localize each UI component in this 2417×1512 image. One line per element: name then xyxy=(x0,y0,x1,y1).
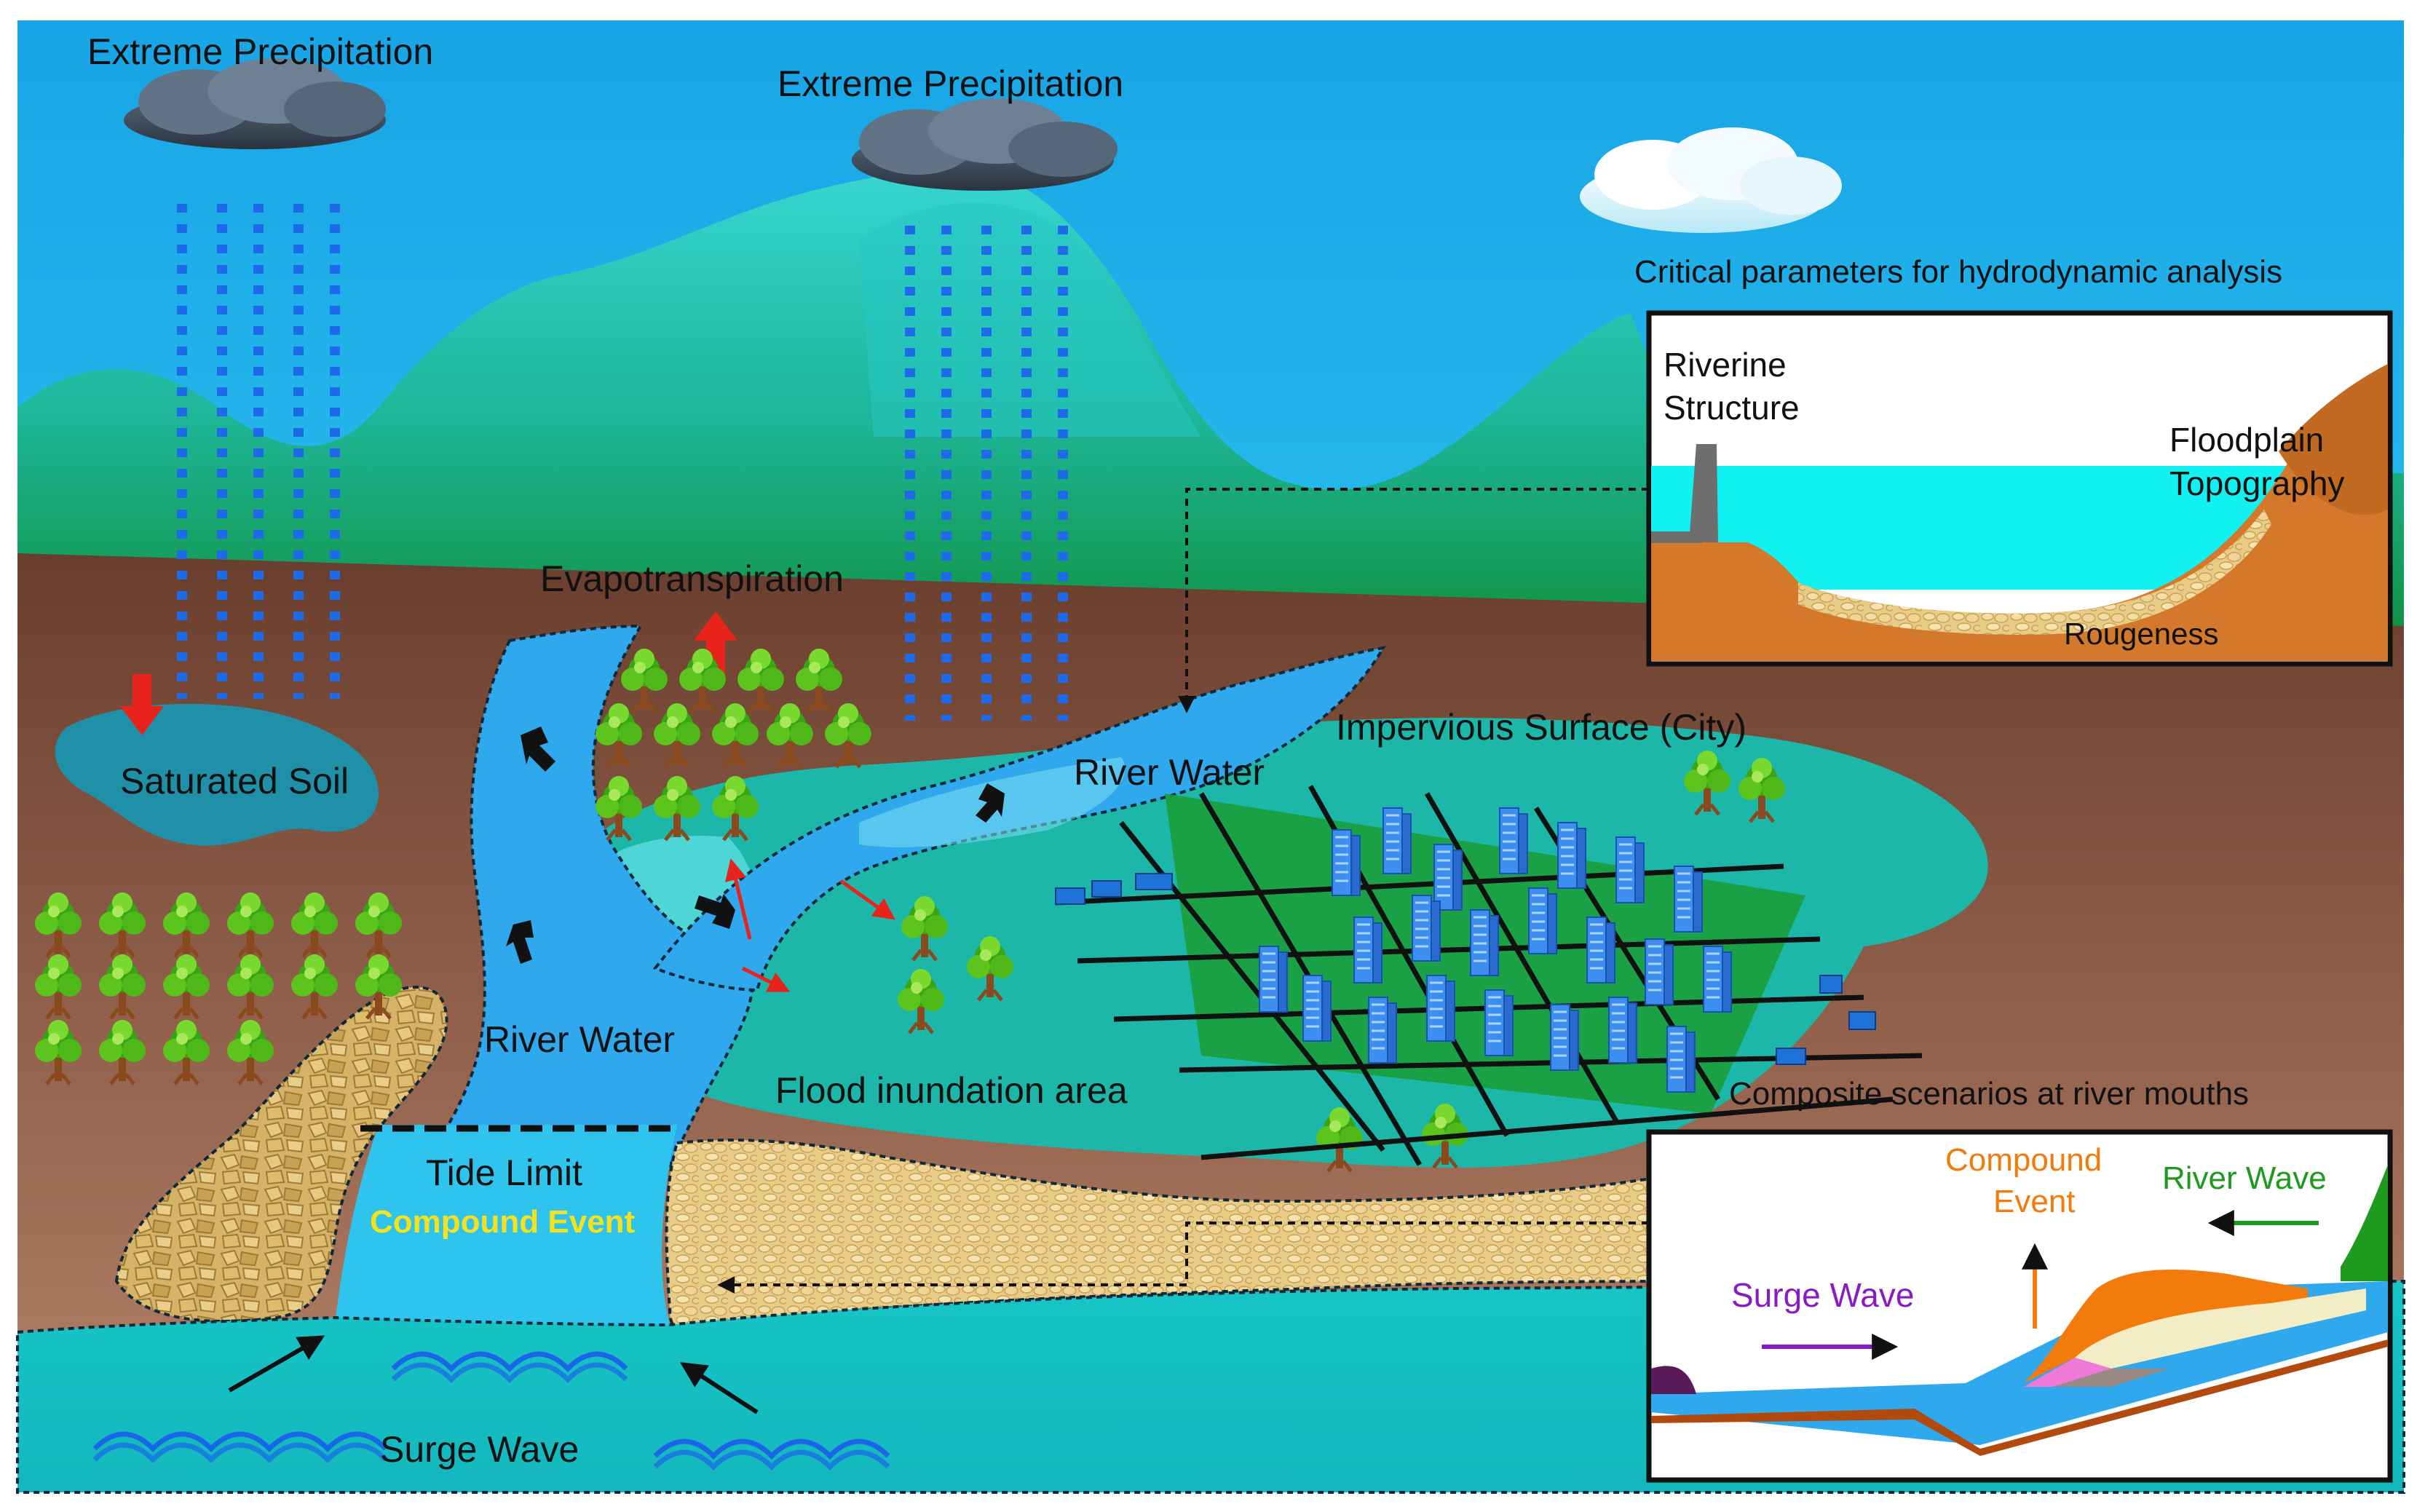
label-riverine-2: Structure xyxy=(1664,389,1800,427)
river-upper xyxy=(376,624,754,1239)
label-saturated-soil: Saturated Soil xyxy=(120,761,349,801)
label-river-wave: River Wave xyxy=(2162,1160,2327,1196)
label-surge-wave-inset: Surge Wave xyxy=(1731,1276,1914,1314)
leader-top xyxy=(1178,488,1649,713)
label-floodplain-1: Floodplain xyxy=(2169,421,2324,459)
estuary xyxy=(335,1125,677,1325)
surge-waves xyxy=(92,1351,890,1471)
saturated-soil-area xyxy=(55,703,379,846)
label-precip-left: Extreme Precipitation xyxy=(87,31,433,72)
label-roughness: Rougeness xyxy=(2064,617,2218,651)
inset-bottom-caption: Composite scenarios at river mouths xyxy=(1729,1076,2249,1112)
label-compound-event-mouth: Compound Event xyxy=(370,1204,636,1240)
label-floodplain-2: Topography xyxy=(2169,464,2344,502)
distant-hill xyxy=(859,202,1201,437)
label-riverine-1: Riverine xyxy=(1664,346,1787,384)
overflow-arrows xyxy=(724,858,895,992)
cloud-right xyxy=(852,98,1117,191)
inset-top-caption: Critical parameters for hydrodynamic ana… xyxy=(1634,254,2282,290)
label-river-water-lower: River Water xyxy=(484,1019,675,1060)
label-compound-1: Compound xyxy=(1945,1142,2102,1178)
infiltration-arrow xyxy=(120,674,164,735)
label-precip-right: Extreme Precipitation xyxy=(778,63,1123,104)
cloud-white xyxy=(1580,127,1842,233)
label-evapotranspiration: Evapotranspiration xyxy=(540,558,844,599)
label-impervious-surface: Impervious Surface (City) xyxy=(1336,707,1747,748)
label-surge-wave-bottom: Surge Wave xyxy=(380,1429,579,1470)
rain-left xyxy=(177,204,340,699)
river-flow-arrows xyxy=(506,727,1005,964)
left-rock-bank xyxy=(114,986,448,1323)
rain-right xyxy=(905,226,1068,721)
label-flood-inundation: Flood inundation area xyxy=(775,1070,1128,1111)
label-river-water-upper: River Water xyxy=(1074,752,1265,793)
inset-hydrodynamic xyxy=(1646,310,2393,667)
label-compound-2: Event xyxy=(1993,1184,2076,1219)
cloud-left xyxy=(124,58,386,149)
city xyxy=(1055,785,1923,1166)
label-tide-limit: Tide Limit xyxy=(426,1152,582,1193)
surge-arrows xyxy=(228,1335,759,1414)
inset-composite xyxy=(1646,1129,2393,1483)
